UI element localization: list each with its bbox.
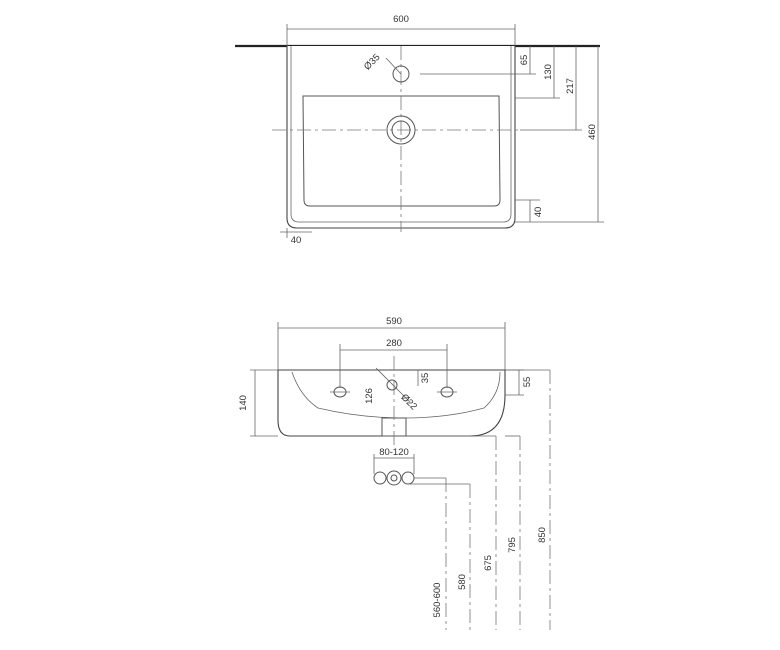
dim-140: 140 <box>238 395 249 411</box>
dim-40-front: 40 <box>533 207 544 218</box>
drain-outer <box>386 115 416 145</box>
trap-inner <box>390 474 398 482</box>
dim-460: 460 <box>587 124 598 140</box>
dim-217: 217 <box>565 78 576 94</box>
dim-560-600: 560-600 <box>432 583 443 618</box>
dim-590: 590 <box>386 316 402 327</box>
dim-width-600: 600 <box>393 14 409 25</box>
front-view: 590 280 126 35 Ø22 55 140 80-120 <box>238 316 551 630</box>
valve-left <box>373 471 387 485</box>
trap-outlet <box>386 470 402 486</box>
drain-inner <box>391 120 411 140</box>
dim-35: 35 <box>420 373 431 384</box>
dim-280: 280 <box>386 338 402 349</box>
dim-130: 130 <box>543 64 554 80</box>
top-view: 600 Ø35 65 130 217 460 40 40 <box>235 14 604 246</box>
overflow-hole <box>386 379 398 391</box>
tap-hole-leader <box>385 57 402 75</box>
basin-bowl-plan <box>302 95 501 207</box>
dim-580: 580 <box>457 574 468 590</box>
dim-55: 55 <box>522 377 533 388</box>
overflow-leader <box>375 367 411 403</box>
tap-hole <box>392 65 410 83</box>
dim-80-120: 80-120 <box>379 447 409 458</box>
dim-65: 65 <box>519 55 530 66</box>
dim-126: 126 <box>364 388 375 404</box>
dim-40-side: 40 <box>291 235 302 246</box>
dim-675: 675 <box>483 555 494 571</box>
valve-right <box>401 471 415 485</box>
dim-795: 795 <box>507 537 518 553</box>
dim-850: 850 <box>537 527 548 543</box>
